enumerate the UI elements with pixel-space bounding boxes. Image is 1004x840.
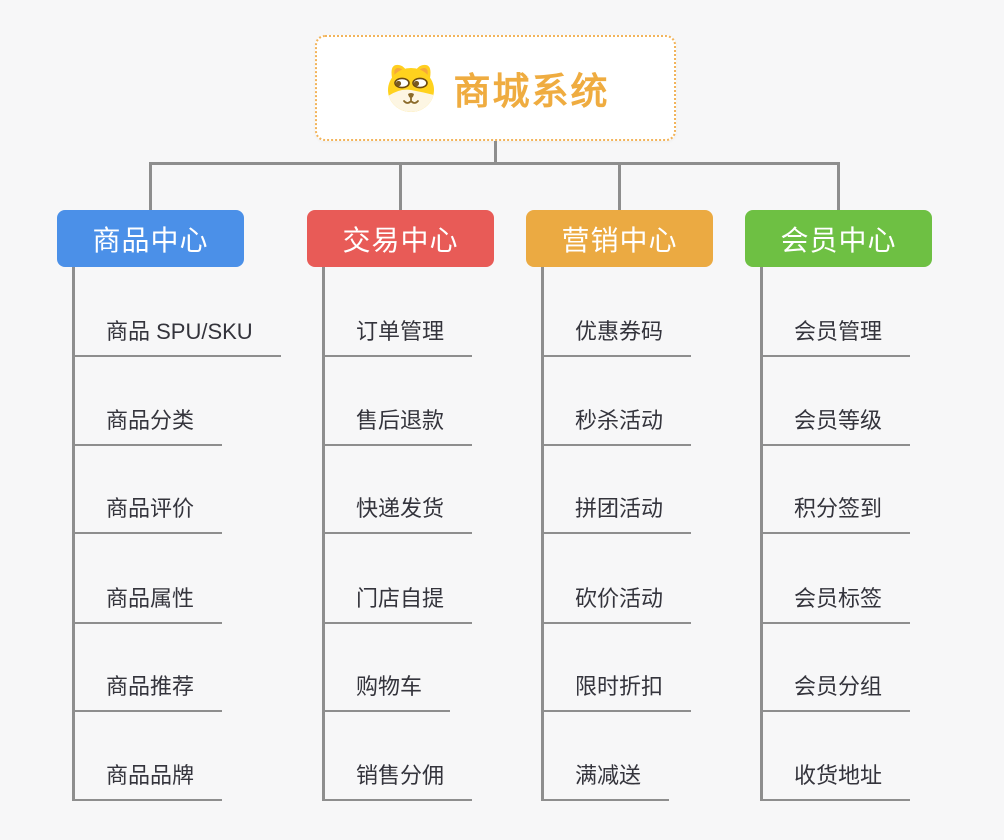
leaf-topic[interactable]: 收货地址 — [760, 754, 911, 801]
root-title: 商城系统 — [453, 71, 610, 112]
leaf-topic[interactable]: 优惠券码 — [541, 310, 692, 357]
branch-label: 交易中心 — [342, 224, 459, 256]
leaf-topic[interactable]: 商品 SPU/SKU — [72, 310, 281, 357]
leaf-topic[interactable]: 拼团活动 — [541, 487, 692, 534]
branch-node[interactable]: 商品中心 — [57, 210, 244, 267]
leaf-topic[interactable]: 快递发货 — [322, 487, 473, 534]
leaf-topic[interactable]: 会员标签 — [760, 577, 911, 624]
leaf-topic[interactable]: 商品属性 — [72, 577, 223, 624]
leaf-topic[interactable]: 会员分组 — [760, 665, 911, 712]
leaf-topic[interactable]: 会员管理 — [760, 310, 911, 357]
branch-label: 营销中心 — [561, 224, 678, 256]
dog-face-icon — [387, 64, 434, 112]
leaf-topic[interactable]: 购物车 — [322, 665, 451, 712]
branch-node[interactable]: 会员中心 — [745, 210, 932, 267]
bus-connector-line — [149, 162, 840, 165]
leaf-topic[interactable]: 秒杀活动 — [541, 399, 692, 446]
leaf-topic[interactable]: 商品分类 — [72, 399, 223, 446]
leaf-topic[interactable]: 商品推荐 — [72, 665, 223, 712]
leaf-topic[interactable]: 商品品牌 — [72, 754, 223, 801]
drop-connector-line — [837, 162, 840, 210]
drop-connector-line — [618, 162, 621, 210]
root-connector-line — [493, 141, 497, 162]
leaf-topic[interactable]: 订单管理 — [322, 310, 473, 357]
leaf-topic[interactable]: 满减送 — [541, 754, 670, 801]
leaf-topic[interactable]: 砍价活动 — [541, 577, 692, 624]
leaf-topic[interactable]: 积分签到 — [760, 487, 911, 534]
drop-connector-line — [149, 162, 152, 210]
branch-node[interactable]: 营销中心 — [526, 210, 713, 267]
root-node[interactable]: 商城系统 — [315, 35, 676, 141]
leaf-topic[interactable]: 销售分佣 — [322, 754, 473, 801]
branch-label: 商品中心 — [92, 224, 209, 256]
leaf-topic[interactable]: 售后退款 — [322, 399, 473, 446]
leaf-topic[interactable]: 会员等级 — [760, 399, 911, 446]
branch-node[interactable]: 交易中心 — [307, 210, 494, 267]
leaf-topic[interactable]: 商品评价 — [72, 487, 223, 534]
branch-label: 会员中心 — [780, 224, 897, 256]
drop-connector-line — [399, 162, 402, 210]
leaf-topic[interactable]: 门店自提 — [322, 577, 473, 624]
leaf-topic[interactable]: 限时折扣 — [541, 665, 692, 712]
